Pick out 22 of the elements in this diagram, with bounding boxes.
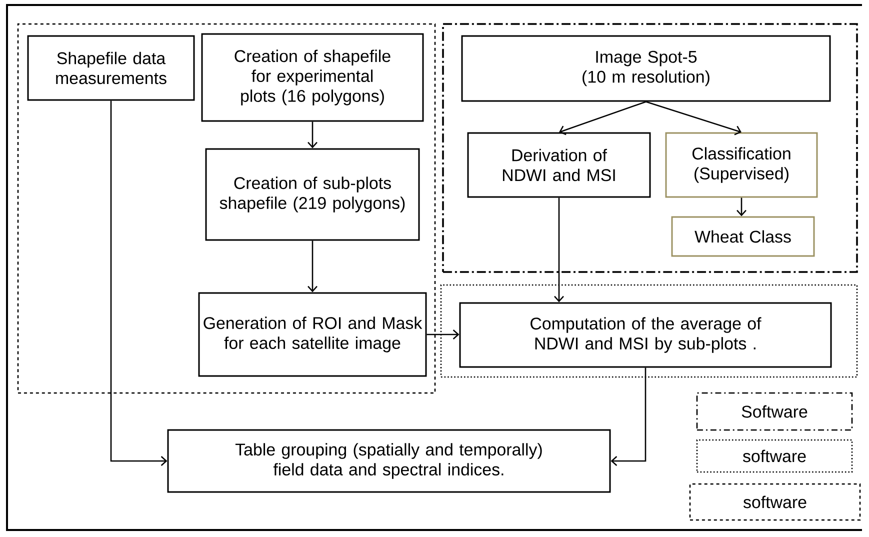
arrow bbox=[426, 330, 460, 340]
process-box: Wheat Class bbox=[671, 216, 815, 257]
legend-item: Software bbox=[696, 392, 853, 431]
process-box: Classification (Supervised) bbox=[665, 132, 818, 198]
process-box: Creation of sub-plots shapefile (219 polygons) bbox=[205, 148, 420, 241]
process-box: Shapefile data measurements bbox=[27, 35, 195, 101]
legend-item: software bbox=[689, 483, 861, 521]
process-box: Table grouping (spatially and temporally) field data and spectral indices. bbox=[167, 429, 611, 493]
process-box: Derivation of NDWI and MSI bbox=[467, 132, 651, 198]
arrow bbox=[554, 198, 564, 302]
arrow bbox=[736, 198, 746, 216]
process-box: Image Spot-5 (10 m resolution) bbox=[461, 35, 831, 102]
process-box: Creation of shapefile for experimental plots (16 polygons) bbox=[201, 33, 424, 122]
arrow bbox=[610, 368, 646, 466]
process-box: Computation of the average of NDWI and MSI by sub-plots . bbox=[459, 302, 832, 368]
process-box: Generation of ROI and Mask for each satellite image bbox=[198, 292, 427, 377]
legend-item: software bbox=[696, 439, 853, 473]
arrow bbox=[646, 101, 742, 136]
arrow bbox=[308, 240, 318, 292]
arrow bbox=[559, 101, 646, 136]
arrow bbox=[110, 100, 168, 466]
arrow bbox=[308, 122, 318, 148]
